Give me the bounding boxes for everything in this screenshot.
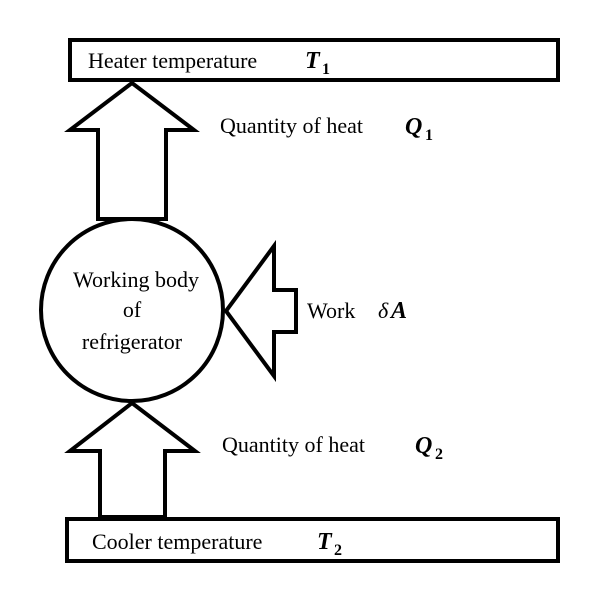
heat-top-label-group: Quantity of heat	[220, 113, 363, 138]
heater-box	[68, 38, 560, 82]
cooler-subscript: 2	[334, 542, 342, 559]
working-body-line1: Working body	[73, 267, 199, 292]
cooler-symbol-group: T 2	[317, 529, 342, 559]
heat-top-symbol-group: Q 1	[405, 114, 433, 144]
heat-in-arrow	[64, 400, 201, 519]
work-input-arrow	[223, 239, 298, 383]
cooler-box	[65, 517, 560, 563]
heat-bottom-label: Quantity of heat	[222, 432, 365, 457]
heat-bottom-subscript: 2	[435, 446, 443, 463]
heat-bottom-label-group: Quantity of heat	[222, 432, 365, 457]
heater-symbol: T	[305, 48, 321, 74]
working-body-line2: of	[123, 297, 142, 322]
cooler-label-group: Cooler temperature	[92, 529, 262, 554]
heat-bottom-symbol: Q	[415, 433, 432, 459]
heater-label: Heater temperature	[88, 48, 257, 73]
heater-label-group: Heater temperature	[88, 48, 257, 73]
heat-top-subscript: 1	[425, 127, 433, 144]
heater-subscript: 1	[322, 61, 330, 78]
work-symbol-group: δ A	[378, 298, 407, 324]
heater-symbol-group: T 1	[305, 48, 330, 78]
cooler-label: Cooler temperature	[92, 529, 262, 554]
heat-top-label: Quantity of heat	[220, 113, 363, 138]
work-delta: δ	[378, 298, 389, 323]
cooler-symbol: T	[317, 529, 333, 555]
working-body-line3: refrigerator	[82, 329, 183, 354]
work-label: Work	[307, 298, 355, 323]
heat-bottom-symbol-group: Q 2	[415, 433, 443, 463]
heat-out-arrow	[64, 80, 200, 221]
work-symbol: A	[389, 298, 407, 324]
heat-top-symbol: Q	[405, 114, 422, 140]
work-label-group: Work	[307, 298, 355, 323]
